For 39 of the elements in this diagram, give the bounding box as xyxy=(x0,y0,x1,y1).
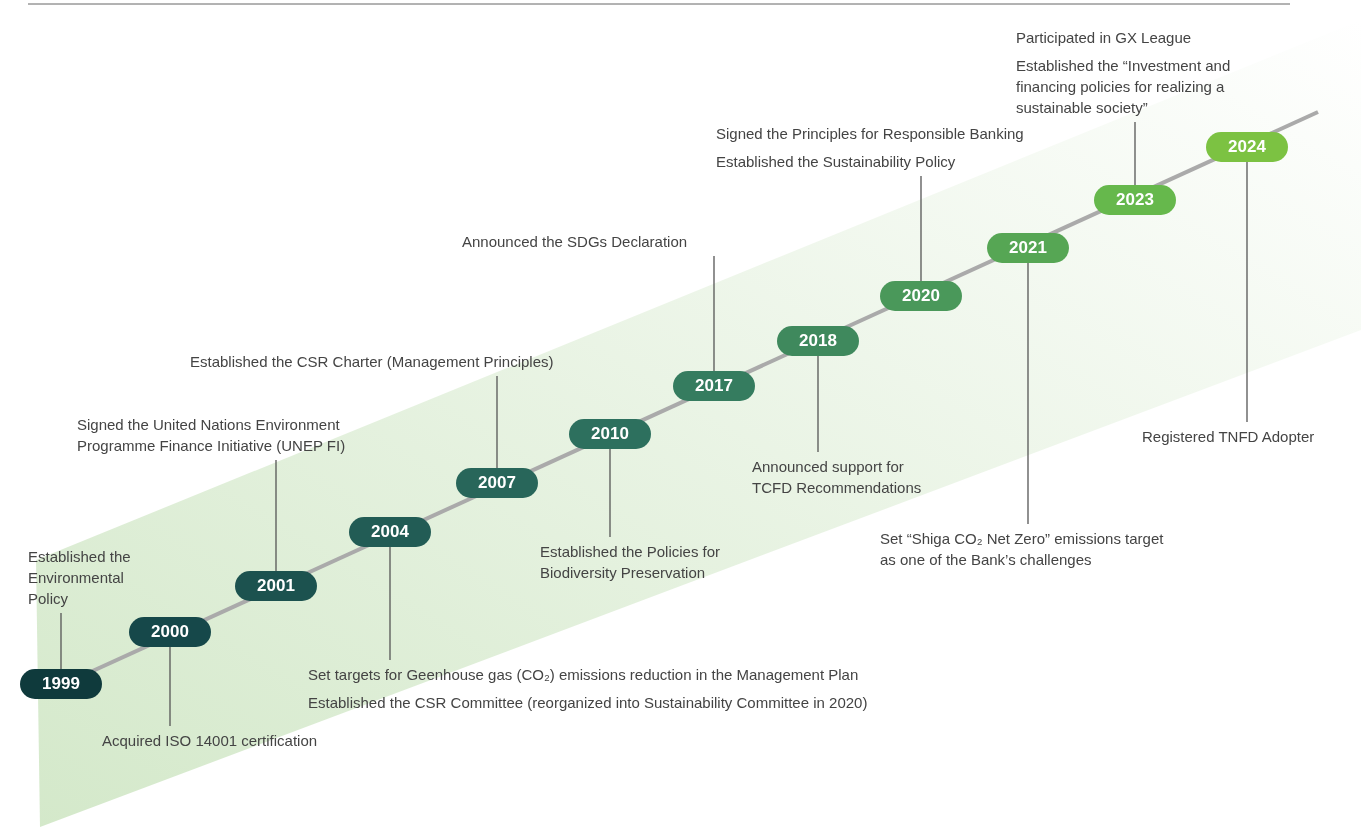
milestone-text: Registered TNFD Adopter xyxy=(1142,427,1316,447)
year-pill: 2000 xyxy=(129,617,211,647)
leader-line xyxy=(389,546,391,661)
leader-line xyxy=(169,646,171,727)
milestone-text: Established the Environmental Policy xyxy=(28,547,132,609)
year-pill: 2004 xyxy=(349,517,431,547)
year-pill: 2020 xyxy=(880,281,962,311)
milestone-text: Established the Policies for Biodiversity Preservation xyxy=(540,542,722,583)
leader-line xyxy=(1246,161,1248,423)
year-pill: 2001 xyxy=(235,571,317,601)
year-pill: 2017 xyxy=(673,371,755,401)
leader-line xyxy=(817,355,819,453)
milestone-text: Acquired ISO 14001 certification xyxy=(102,731,319,751)
milestone-text: Set “Shiga CO₂ Net Zero” emissions target as one of the Bank’s challenges xyxy=(880,529,1165,570)
year-pill: 2024 xyxy=(1206,132,1288,162)
milestone-text: Announced the SDGs Declaration xyxy=(462,232,689,252)
leader-line xyxy=(496,375,498,469)
milestone-text: Established the Sustainability Policy xyxy=(716,152,957,172)
year-pill: 2021 xyxy=(987,233,1069,263)
leader-line xyxy=(1027,262,1029,525)
leader-line xyxy=(275,459,277,572)
year-pill: 2010 xyxy=(569,419,651,449)
milestone-text: Signed the Principles for Responsible Banking xyxy=(716,124,1025,144)
year-pill: 2023 xyxy=(1094,185,1176,215)
milestone-text: Signed the United Nations Environment Programme Finance Initiative (UNEP FI) xyxy=(77,415,347,456)
leader-line xyxy=(713,255,715,372)
milestone-text: Established the CSR Charter (Management Principles) xyxy=(190,352,555,372)
milestone-text: Announced support for TCFD Recommendations xyxy=(752,457,923,498)
year-pill: 1999 xyxy=(20,669,102,699)
milestone-text: Established the “Investment and financing policies for realizing a sustainable society” xyxy=(1016,56,1232,118)
leader-line xyxy=(60,612,62,670)
year-pill: 2007 xyxy=(456,468,538,498)
milestone-text: Established the CSR Committee (reorganized into Sustainability Committee in 2020) xyxy=(308,693,869,713)
milestone-text: Participated in GX League xyxy=(1016,28,1193,48)
milestone-text: Set targets for Geenhouse gas (CO₂) emissions reduction in the Management Plan xyxy=(308,665,860,685)
leader-line xyxy=(609,448,611,538)
leader-line xyxy=(920,175,922,282)
year-pill: 2018 xyxy=(777,326,859,356)
leader-line xyxy=(1134,121,1136,186)
